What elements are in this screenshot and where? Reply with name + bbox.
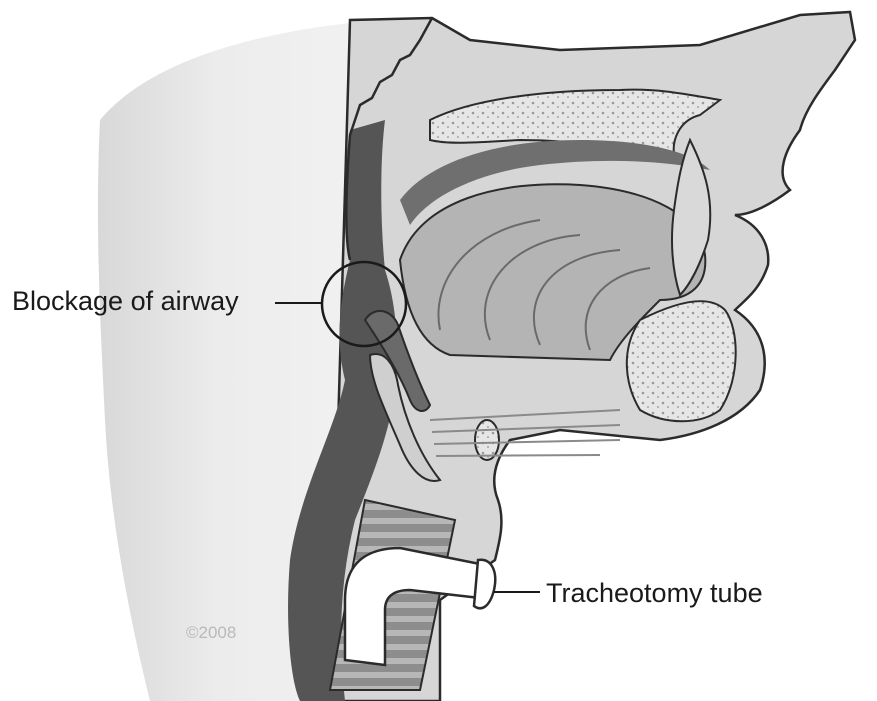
tube-flange <box>474 560 495 608</box>
blockage-label: Blockage of airway <box>12 288 239 315</box>
copyright-label: ©2008 <box>186 624 236 641</box>
hyoid-bone <box>475 420 499 460</box>
tracheotomy-tube-label: Tracheotomy tube <box>546 580 763 607</box>
jaw-bone <box>627 301 736 421</box>
